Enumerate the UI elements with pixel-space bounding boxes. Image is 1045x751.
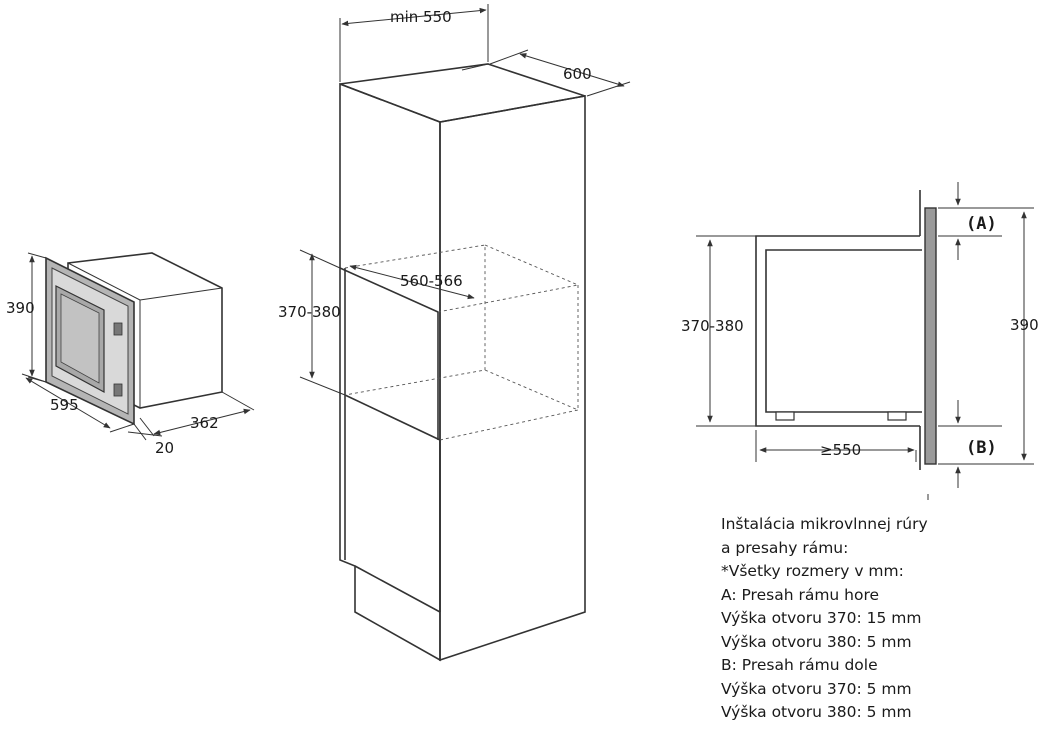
- microwave-width-label: 595: [50, 396, 79, 414]
- notes-line: Výška otvoru 380: 5 mm: [721, 632, 912, 651]
- notes-line: Výška otvoru 380: 5 mm: [721, 703, 912, 721]
- cabinet-top: [339, 63, 586, 123]
- cabinet-niche-height-label: 370-380: [278, 303, 341, 321]
- cabinet-niche-outline: [344, 244, 579, 441]
- side-view-drawing: 370-380 390 (A) (B) ≥550: [681, 182, 1039, 500]
- notes-line: *Všetky rozmery v mm:: [721, 562, 904, 580]
- cabinet-niche-width-label: 560-566: [400, 272, 463, 290]
- side-opening-label: 370-380: [681, 317, 744, 335]
- niche-outline: [755, 235, 920, 427]
- installation-notes: Inštalácia mikrovlnnej rúry a presahy rá…: [721, 513, 1041, 725]
- microwave-side-body: [765, 249, 922, 413]
- microwave-button: [113, 383, 123, 397]
- side-total-height-label: 390: [1010, 316, 1039, 334]
- microwave-control-knob: [113, 322, 123, 336]
- cabinet-drawing: min 550 600 370-380 560-566: [278, 4, 631, 662]
- notes-line: a presahy rámu:: [721, 538, 849, 557]
- cabinet-left-face: [339, 82, 441, 662]
- side-depth-label: ≥550: [820, 441, 861, 459]
- notes-line: A: Presah rámu hore: [721, 585, 880, 604]
- overlap-top-label: (A): [966, 214, 997, 234]
- microwave-front-frame-side: [924, 207, 937, 465]
- overlap-bottom-label: (B): [966, 438, 997, 458]
- microwave-foot-rear: [887, 411, 907, 421]
- notes-line: Výška otvoru 370: 15 mm: [721, 609, 922, 627]
- microwave-depth-label: 362: [190, 414, 219, 432]
- cabinet-front-face: [439, 95, 586, 662]
- notes-line: Inštalácia mikrovlnnej rúry: [721, 515, 928, 533]
- notes-line: B: Presah rámu dole: [721, 656, 878, 674]
- notes-line: Výška otvoru 370: 5 mm: [721, 679, 912, 698]
- microwave-height-label: 390: [6, 299, 35, 317]
- cabinet-width-label: min 550: [390, 8, 452, 26]
- microwave-drawing: 390 595 20 362: [6, 252, 255, 457]
- cabinet-depth-label: 600: [563, 65, 592, 83]
- microwave-foot-front: [775, 411, 795, 421]
- microwave-frame-label: 20: [155, 439, 174, 457]
